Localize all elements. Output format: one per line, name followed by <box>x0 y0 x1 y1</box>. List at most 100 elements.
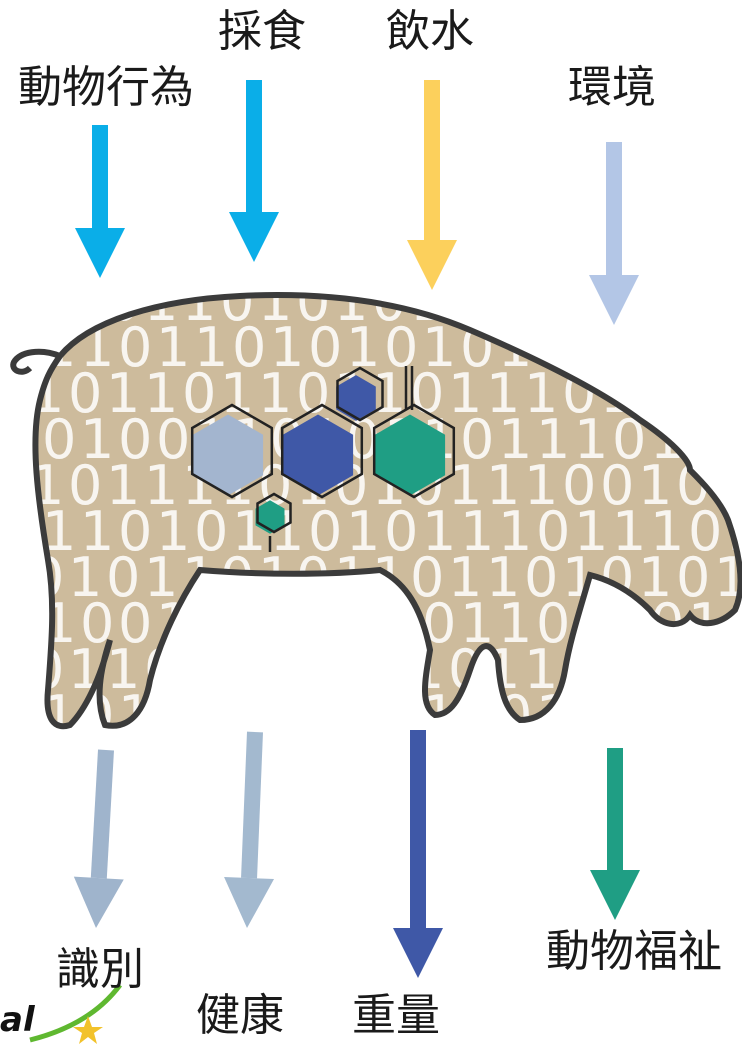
binary-digit: 0 <box>30 270 64 333</box>
input-arrow <box>229 80 279 262</box>
binary-digit: 1 <box>296 638 330 701</box>
hexagon-fill <box>336 375 376 421</box>
input-arrow <box>407 80 457 290</box>
binary-digit: 1 <box>346 500 380 563</box>
binary-digit: 1 <box>144 454 178 517</box>
hexagon-cluster <box>190 366 456 552</box>
hexagon-fill <box>192 414 264 496</box>
output-arrow <box>393 730 443 978</box>
binary-digit: 1 <box>422 316 456 379</box>
binary-digit: 1 <box>422 500 456 563</box>
binary-digit: 1 <box>68 270 102 333</box>
output-arrow <box>73 749 124 928</box>
binary-digit: 1 <box>258 546 292 609</box>
binary-digit: 0 <box>194 500 228 563</box>
binary-digit: 0 <box>220 270 254 333</box>
binary-digit: 1 <box>460 684 494 747</box>
binary-digit: 0 <box>676 362 710 425</box>
binary-digit: 1 <box>270 592 304 655</box>
binary-digit: 0 <box>460 408 494 471</box>
binary-digit: 0 <box>688 500 722 563</box>
binary-digit: 1 <box>612 500 646 563</box>
binary-digit: 1 <box>80 500 114 563</box>
pig-body <box>35 295 741 727</box>
input-label-animal-behavior: 動物行為 <box>18 62 194 113</box>
binary-digit: 1 <box>308 592 342 655</box>
binary-digit: 0 <box>688 316 722 379</box>
binary-digit: 1 <box>258 270 292 333</box>
binary-digit: 1 <box>536 408 570 471</box>
binary-digit: 1 <box>448 362 482 425</box>
output-label-health: 健康 <box>196 990 284 1041</box>
binary-digit: 0 <box>296 546 330 609</box>
binary-digit: 1 <box>194 316 228 379</box>
binary-digit: 1 <box>106 454 140 517</box>
binary-digit: 0 <box>220 546 254 609</box>
binary-digit: 1 <box>308 684 342 747</box>
binary-digit: 0 <box>258 638 292 701</box>
input-arrow <box>75 125 125 278</box>
binary-digit: 1 <box>726 408 742 471</box>
output-arrow <box>224 731 275 928</box>
output-label-animal-welfare: 動物福祉 <box>546 926 722 977</box>
binary-digit: 0 <box>688 408 722 471</box>
binary-digit: 1 <box>80 408 114 471</box>
binary-digit: 1 <box>194 592 228 655</box>
binary-digit: 1 <box>638 546 672 609</box>
binary-digit: 0 <box>410 546 444 609</box>
binary-digit: 0 <box>676 638 710 701</box>
binary-digit: 0 <box>334 638 368 701</box>
binary-digit: 1 <box>182 546 216 609</box>
binary-digit: 1 <box>156 316 190 379</box>
binary-digit: 0 <box>410 362 444 425</box>
binary-digit: 1 <box>714 638 742 701</box>
output-arrows <box>73 730 640 978</box>
binary-digit: 0 <box>562 454 596 517</box>
binary-digit: 0 <box>562 270 596 333</box>
binary-digit: 1 <box>524 638 558 701</box>
binary-digit: 1 <box>156 500 190 563</box>
binary-digit: 1 <box>714 270 742 333</box>
binary-digit: 0 <box>600 454 634 517</box>
output-label-identification: 識別 <box>56 944 144 995</box>
binary-digit: 1 <box>498 408 532 471</box>
binary-digit: 1 <box>448 546 482 609</box>
hexagon-outline <box>336 366 384 422</box>
binary-digit: 1 <box>498 500 532 563</box>
binary-digit: 0 <box>676 270 710 333</box>
binary-digit: 1 <box>574 316 608 379</box>
binary-digit: 0 <box>270 684 304 747</box>
hexagon-fill <box>374 414 446 496</box>
hexagon-outline <box>190 403 274 499</box>
input-arrow <box>589 142 639 325</box>
binary-digit: 1 <box>372 362 406 425</box>
binary-digit: 0 <box>68 362 102 425</box>
binary-digit: 0 <box>536 500 570 563</box>
binary-digit: 0 <box>296 270 330 333</box>
hexagon-outline <box>280 403 364 499</box>
input-label-feeding: 採食 <box>218 6 306 57</box>
binary-digit: 1 <box>638 270 672 333</box>
binary-digit: 1 <box>726 316 742 379</box>
binary-digit: 0 <box>232 592 266 655</box>
binary-digit: 0 <box>296 362 330 425</box>
binary-digit: 0 <box>194 684 228 747</box>
binary-digit: 1 <box>372 638 406 701</box>
binary-digit: 1 <box>144 546 178 609</box>
binary-digit: 1 <box>460 500 494 563</box>
binary-digit: 1 <box>498 592 532 655</box>
binary-digit: 0 <box>118 500 152 563</box>
hexagon-outline <box>256 492 292 534</box>
binary-digit: 0 <box>676 546 710 609</box>
binary-digit: 1 <box>156 684 190 747</box>
binary-digit: 0 <box>384 500 418 563</box>
logo-star <box>73 1016 103 1044</box>
input-label-environment: 環境 <box>568 62 656 113</box>
input-label-drinking: 飲水 <box>386 6 474 57</box>
binary-digit: 0 <box>182 362 216 425</box>
binary-digit: 0 <box>688 684 722 747</box>
binary-digit: 1 <box>726 684 742 747</box>
binary-digit: 1 <box>486 546 520 609</box>
